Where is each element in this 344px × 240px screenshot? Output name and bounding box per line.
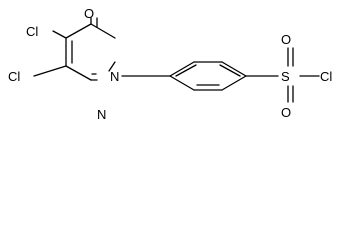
bond-c5-cl bbox=[33, 65, 67, 77]
atom-label-cl-sulfonyl: Cl bbox=[320, 69, 332, 84]
atom-label-o-top: O bbox=[281, 32, 291, 47]
atom-label-n2: N bbox=[97, 107, 106, 122]
bond-ph-6-inner bbox=[175, 64, 197, 77]
bond-c6-c5 bbox=[65, 65, 92, 81]
bond-n1-n2 bbox=[108, 61, 116, 72]
atom-label-cl-left: Cl bbox=[8, 69, 20, 84]
bond-ph-6 bbox=[169, 61, 195, 77]
atom-label-o-bottom: O bbox=[281, 105, 291, 120]
atom-label-o-carbonyl: O bbox=[84, 6, 94, 21]
molecule-structure: Cl O Cl N N S O O Cl bbox=[8, 6, 332, 122]
bond-c4-c3 bbox=[65, 23, 92, 39]
bond-c4-cl bbox=[52, 30, 67, 39]
bond-ph-4-inner bbox=[219, 64, 241, 77]
bond-ph-3 bbox=[221, 75, 247, 91]
bond-c3-n1 bbox=[90, 23, 116, 39]
atom-label-n1: N bbox=[110, 69, 119, 84]
sulfonyl-group bbox=[245, 47, 320, 103]
atom-label-sulfur: S bbox=[281, 69, 290, 84]
phenyl-ring bbox=[169, 61, 247, 91]
bond-ph-4 bbox=[221, 61, 247, 77]
bond-ph-1 bbox=[169, 75, 195, 91]
pyridazinone-ring bbox=[33, 17, 116, 81]
atom-label-cl-top: Cl bbox=[26, 24, 38, 39]
